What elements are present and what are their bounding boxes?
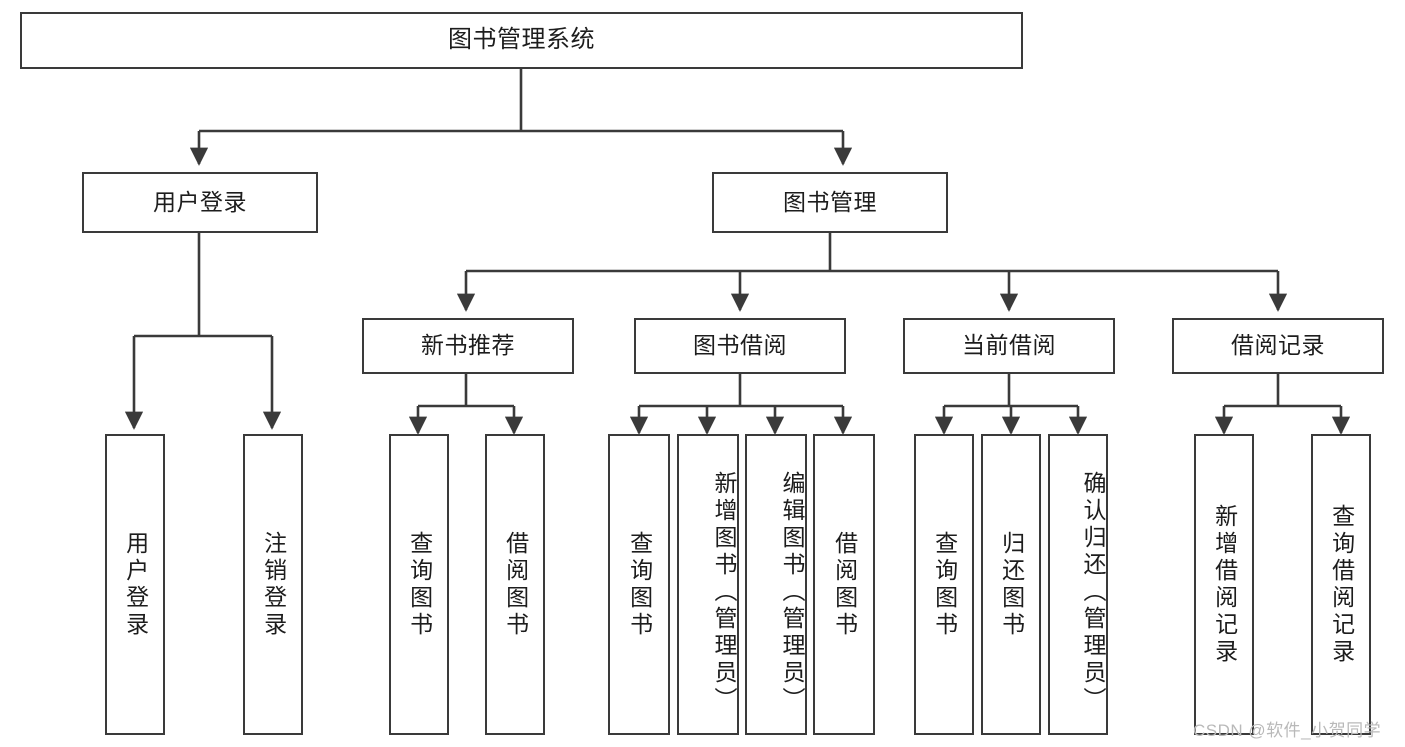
leaf-user-login[interactable]: 用户登录	[105, 434, 165, 735]
node-label: 查询借阅记录	[1328, 503, 1355, 666]
leaf-query-borrow-record[interactable]: 查询借阅记录	[1311, 434, 1371, 735]
node-label: 图书管理系统	[448, 26, 595, 54]
leaf-add-borrow-record[interactable]: 新增借阅记录	[1194, 434, 1254, 735]
node-user-login[interactable]: 用户登录	[82, 172, 318, 233]
node-label: 图书管理	[783, 188, 877, 215]
leaf-add-book-admin[interactable]: 新增图书（管理员）	[677, 434, 739, 735]
node-label: 借阅图书	[502, 530, 529, 639]
node-label: 用户登录	[153, 188, 247, 215]
node-label: 查询图书	[406, 530, 433, 639]
node-label: 注销登录	[260, 530, 287, 639]
node-label: 图书借阅	[693, 332, 787, 359]
node-label: 借阅图书	[831, 530, 858, 639]
node-label: 当前借阅	[962, 332, 1056, 359]
node-label: 新增借阅记录	[1211, 503, 1238, 666]
node-new-book-recommend[interactable]: 新书推荐	[362, 318, 574, 374]
leaf-confirm-return-admin[interactable]: 确认归还（管理员）	[1048, 434, 1108, 735]
leaf-edit-book-admin[interactable]: 编辑图书（管理员）	[745, 434, 807, 735]
leaf-borrow-book-borrow[interactable]: 借阅图书	[813, 434, 875, 735]
node-label: 用户登录	[122, 530, 149, 639]
node-book-manage[interactable]: 图书管理	[712, 172, 948, 233]
node-root-system[interactable]: 图书管理系统	[20, 12, 1023, 69]
leaf-query-book-borrow[interactable]: 查询图书	[608, 434, 670, 735]
node-borrow-record[interactable]: 借阅记录	[1172, 318, 1384, 374]
node-label: 新增图书（管理员）	[711, 471, 737, 714]
node-label: 借阅记录	[1231, 332, 1325, 359]
node-label: 编辑图书（管理员）	[779, 471, 805, 714]
node-label: 归还图书	[998, 530, 1025, 639]
node-label: 查询图书	[931, 530, 958, 639]
node-label: 确认归还（管理员）	[1080, 471, 1106, 714]
leaf-query-book-recommend[interactable]: 查询图书	[389, 434, 449, 735]
leaf-return-book[interactable]: 归还图书	[981, 434, 1041, 735]
leaf-borrow-book-recommend[interactable]: 借阅图书	[485, 434, 545, 735]
node-label: 新书推荐	[421, 332, 515, 359]
leaf-query-book-current[interactable]: 查询图书	[914, 434, 974, 735]
csdn-watermark: CSDN @软件_小贺同学	[1193, 721, 1382, 740]
leaf-logout[interactable]: 注销登录	[243, 434, 303, 735]
node-current-borrow[interactable]: 当前借阅	[903, 318, 1115, 374]
node-label: 查询图书	[626, 530, 653, 639]
node-book-borrow[interactable]: 图书借阅	[634, 318, 846, 374]
